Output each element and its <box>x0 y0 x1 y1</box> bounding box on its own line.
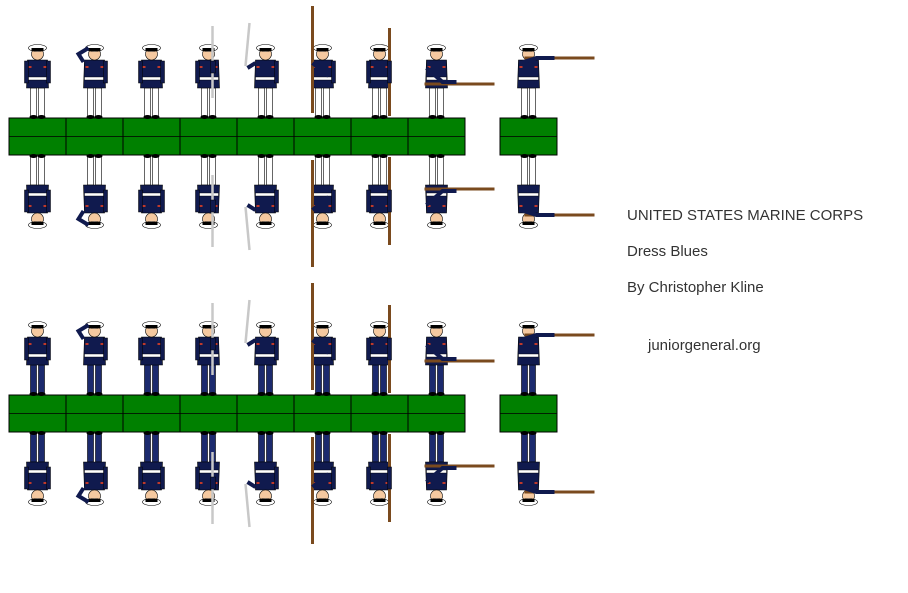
marine-figure-mirrored <box>311 431 336 544</box>
marine-figure-mirrored <box>138 431 165 506</box>
marine-figure <box>244 22 279 119</box>
marine-figure <box>195 26 220 119</box>
marine-figure <box>366 28 392 119</box>
marine-figure-mirrored <box>24 154 51 229</box>
marine-figure-mirrored <box>195 431 220 524</box>
marine-figure <box>424 321 495 396</box>
marine-figure <box>75 321 108 396</box>
marine-figure <box>311 6 336 119</box>
marine-figure <box>24 44 51 119</box>
marine-figure <box>138 44 165 119</box>
marine-figure-mirrored <box>311 154 336 267</box>
marine-figure-mirrored <box>424 154 495 229</box>
marine-figure <box>195 303 220 396</box>
marine-figure-mirrored <box>366 154 392 245</box>
marine-figure <box>517 321 595 396</box>
marine-figure-mirrored <box>24 431 51 506</box>
caption-site: juniorgeneral.org <box>648 337 761 354</box>
caption-author: By Christopher Kline <box>627 279 764 296</box>
marine-figure-mirrored <box>366 431 392 522</box>
marine-figure <box>424 44 495 119</box>
marine-figure <box>24 321 51 396</box>
marine-figure-mirrored <box>195 154 220 247</box>
caption-title: UNITED STATES MARINE CORPS <box>627 207 864 224</box>
marine-figure-mirrored <box>517 154 595 229</box>
marine-figure <box>75 44 108 119</box>
marine-figure-mirrored <box>75 431 108 506</box>
marine-figure-mirrored <box>244 431 279 528</box>
marine-figure <box>366 305 392 396</box>
marine-figure-mirrored <box>244 154 279 251</box>
marine-figure-mirrored <box>138 154 165 229</box>
marine-figure-mirrored <box>517 431 595 506</box>
marine-figure-mirrored <box>75 154 108 229</box>
marine-figure <box>517 44 595 119</box>
marine-figure <box>138 321 165 396</box>
caption-subtitle: Dress Blues <box>627 243 708 260</box>
marine-figure <box>244 299 279 396</box>
marine-figure-mirrored <box>424 431 495 506</box>
marine-figure <box>311 283 336 396</box>
